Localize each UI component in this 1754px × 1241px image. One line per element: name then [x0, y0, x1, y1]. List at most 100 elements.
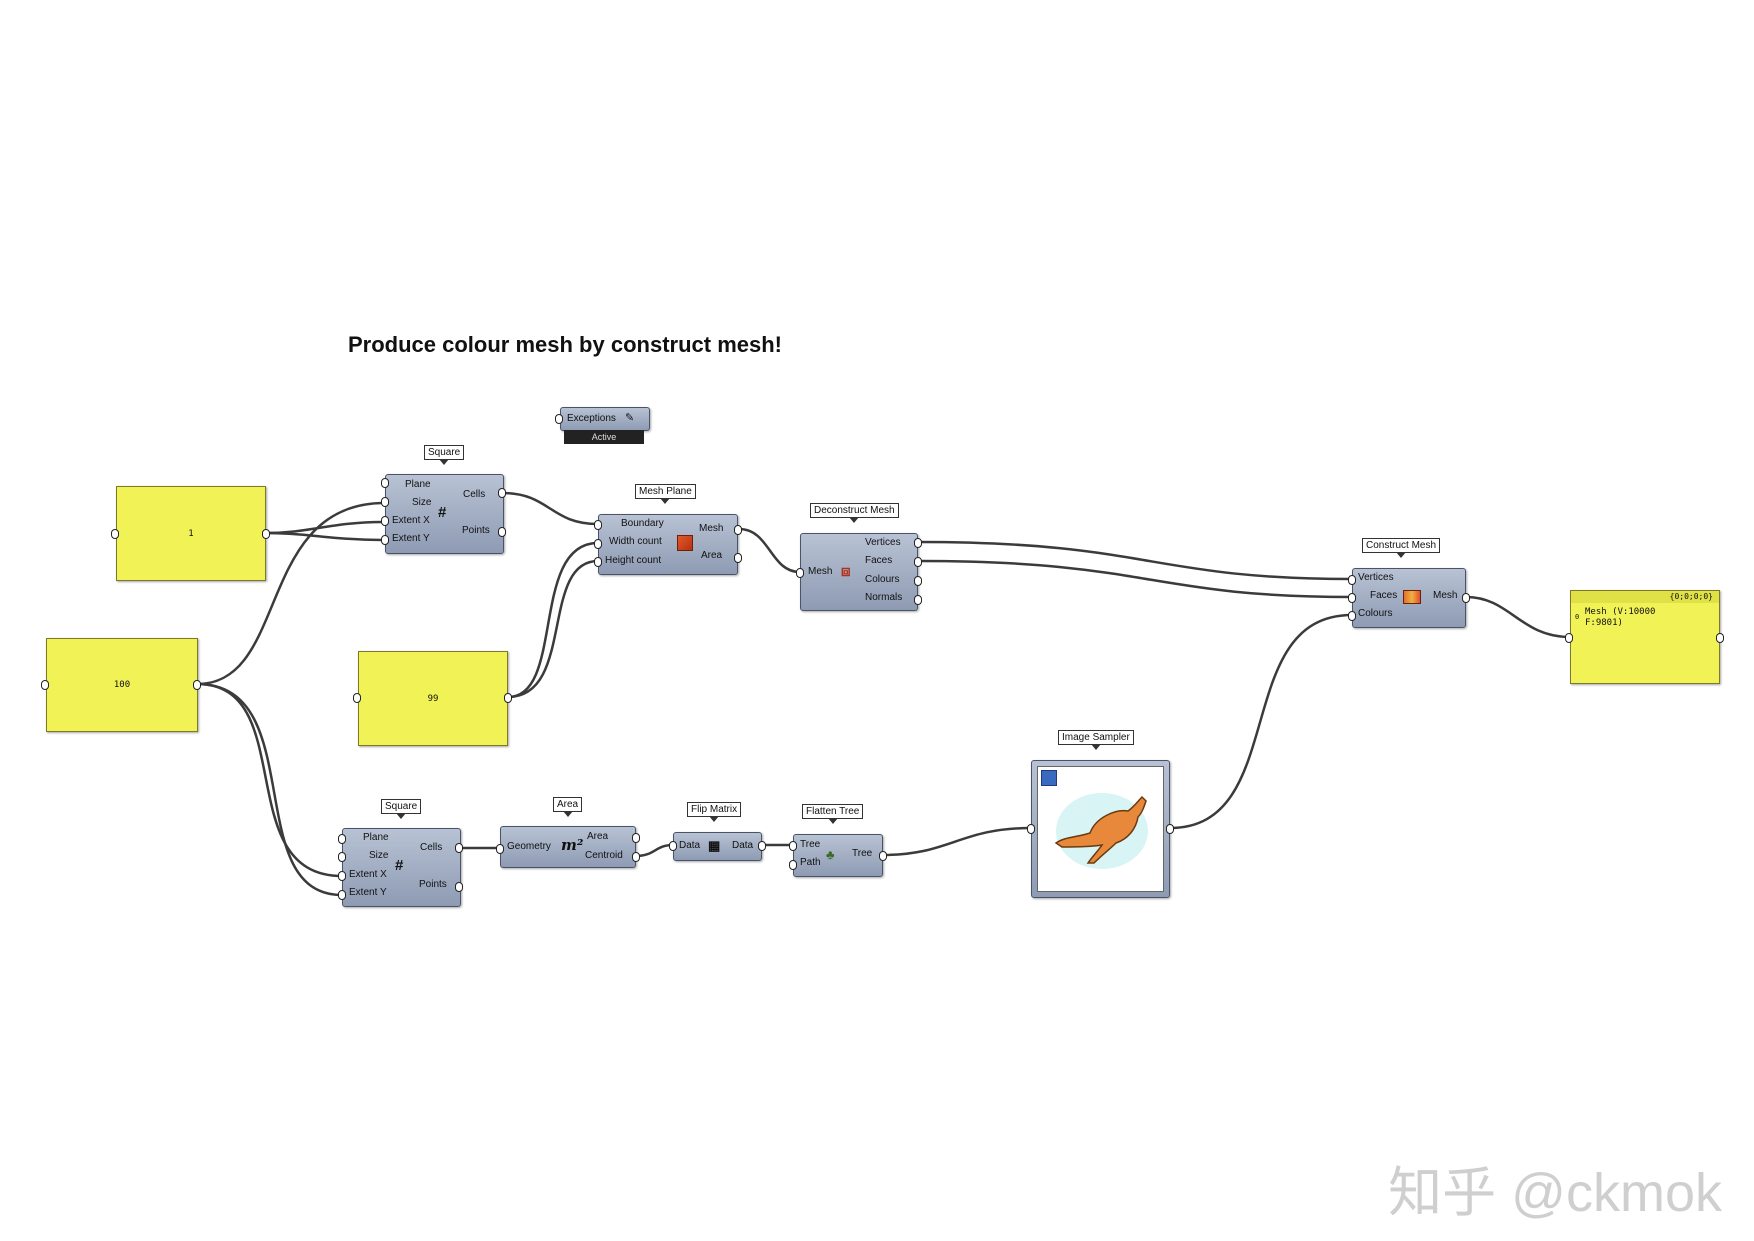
deconstruct-mesh-vertices: Vertices — [865, 537, 901, 548]
square-top-in-plane[interactable] — [381, 478, 389, 488]
wire-99-to-width — [506, 541, 600, 699]
wire-construct-to-panel — [1464, 595, 1572, 639]
panel-output-output-port[interactable] — [1716, 633, 1724, 643]
mesh-plane-out-area[interactable] — [734, 553, 742, 563]
panel-1-output-port[interactable] — [262, 529, 270, 539]
mesh-plane-in-boundary[interactable] — [594, 520, 602, 530]
wire-100-to-extent-x-bot — [195, 682, 344, 878]
mesh-plane-in-height[interactable] — [594, 557, 602, 567]
mesh-plane-height: Height count — [605, 555, 662, 566]
square-bot-out-cells[interactable] — [455, 843, 463, 853]
image-sampler-tag: Image Sampler — [1058, 730, 1134, 750]
exceptions-status-text: Active — [591, 432, 617, 442]
deconstruct-mesh-icon: ⧈ — [841, 563, 851, 580]
mesh-plane-component[interactable]: Boundary Width count Height count Mesh A… — [598, 514, 738, 575]
area-component[interactable]: Geometry m² Area Centroid — [500, 826, 636, 868]
exceptions-icon: ✎ — [625, 412, 635, 424]
image-sampler-component[interactable] — [1031, 760, 1170, 898]
construct-mesh-in-faces[interactable] — [1348, 593, 1356, 603]
square-bot-tag: Square — [381, 799, 422, 819]
deconstruct-mesh-component[interactable]: Mesh ⧈ Vertices Faces Colours Normals — [800, 533, 918, 611]
panel-99-value: 99 — [427, 693, 439, 704]
construct-mesh-faces: Faces — [1370, 590, 1398, 601]
mesh-plane-mesh: Mesh — [699, 523, 724, 534]
area-out-area[interactable] — [632, 833, 640, 843]
image-sampler-in[interactable] — [1027, 824, 1035, 834]
wire-1-to-extent-y — [264, 531, 387, 542]
square-top-extent-x: Extent X — [392, 515, 430, 526]
square-bot-in-plane[interactable] — [338, 834, 346, 844]
deconstruct-mesh-out-faces[interactable] — [914, 557, 922, 567]
flatten-tree-in-tree[interactable] — [789, 841, 797, 851]
wire-mesh-to-deconstruct — [737, 527, 802, 574]
wire-vertices — [917, 540, 1354, 581]
mesh-plane-in-width[interactable] — [594, 539, 602, 549]
matrix-icon: ▦ — [708, 838, 721, 853]
mesh-plane-area: Area — [701, 550, 723, 561]
square-bot-in-extent-y[interactable] — [338, 890, 346, 900]
panel-100-input-port[interactable] — [41, 680, 49, 690]
construct-mesh-in-vertices[interactable] — [1348, 575, 1356, 585]
square-bot-out-points[interactable] — [455, 882, 463, 892]
construct-mesh-tag: Construct Mesh — [1362, 538, 1441, 558]
exceptions-input-port[interactable] — [555, 414, 563, 424]
square-top-in-extent-y[interactable] — [381, 535, 389, 545]
square-bot-plane: Plane — [363, 832, 389, 843]
square-top-component[interactable]: Plane Size Extent X Extent Y # Cells Poi… — [385, 474, 504, 554]
square-top-in-size[interactable] — [381, 497, 389, 507]
flatten-tree-component[interactable]: Tree Path ♣ Tree — [793, 834, 883, 877]
wire-100-to-extent-y-bot — [195, 682, 344, 897]
exceptions-status: Active — [564, 430, 644, 444]
construct-mesh-icon — [1403, 590, 1421, 604]
panel-output-input-port[interactable] — [1565, 633, 1573, 643]
wire-faces — [917, 559, 1354, 599]
panel-output-line-2: F:9801) — [1585, 618, 1623, 628]
flip-matrix-data-out: Data — [732, 840, 754, 851]
image-sampler-out[interactable] — [1166, 824, 1174, 834]
construct-mesh-out-mesh[interactable] — [1462, 593, 1470, 603]
area-in-geometry[interactable] — [496, 844, 504, 854]
deconstruct-mesh-out-normals[interactable] — [914, 595, 922, 605]
flip-matrix-out-data[interactable] — [758, 841, 766, 851]
panel-1-input-port[interactable] — [111, 529, 119, 539]
flip-matrix-in-data[interactable] — [669, 841, 677, 851]
wire-cells-to-boundary — [500, 491, 600, 526]
deconstruct-mesh-in-mesh[interactable] — [796, 568, 804, 578]
deconstruct-mesh-input: Mesh — [808, 566, 833, 577]
flip-matrix-component[interactable]: Data ▦ Data — [673, 832, 762, 861]
flatten-tree-in-path[interactable] — [789, 860, 797, 870]
panel-99[interactable]: 99 — [358, 651, 508, 746]
square-top-points: Points — [462, 525, 490, 536]
area-out-centroid[interactable] — [632, 852, 640, 862]
deconstruct-mesh-out-vertices[interactable] — [914, 538, 922, 548]
construct-mesh-colours: Colours — [1358, 608, 1393, 619]
panel-100-output-port[interactable] — [193, 680, 201, 690]
mesh-plane-out-mesh[interactable] — [734, 525, 742, 535]
flatten-tree-tree-in: Tree — [800, 839, 821, 850]
square-top-extent-y: Extent Y — [392, 533, 430, 544]
wire-1-to-extent-x — [264, 520, 387, 535]
construct-mesh-in-colours[interactable] — [1348, 611, 1356, 621]
wire-flatten-to-sampler — [881, 826, 1033, 857]
panel-output-path: {0;0;0;0} — [1669, 592, 1713, 601]
construct-mesh-output: Mesh — [1433, 590, 1458, 601]
tree-icon: ♣ — [826, 847, 835, 862]
area-area: Area — [587, 831, 609, 842]
panel-99-output-port[interactable] — [504, 693, 512, 703]
panel-output[interactable]: {0;0;0;0} 0 Mesh (V:10000 F:9801) — [1570, 590, 1720, 684]
square-top-in-extent-x[interactable] — [381, 516, 389, 526]
panel-100[interactable]: 100 — [46, 638, 198, 732]
square-bot-component[interactable]: Plane Size Extent X Extent Y # Cells Poi… — [342, 828, 461, 907]
deconstruct-mesh-colours: Colours — [865, 574, 900, 585]
deconstruct-mesh-out-colours[interactable] — [914, 576, 922, 586]
construct-mesh-component[interactable]: Vertices Faces Colours Mesh — [1352, 568, 1466, 628]
square-top-out-cells[interactable] — [498, 488, 506, 498]
exceptions-component[interactable]: Exceptions ✎ — [560, 407, 650, 431]
square-top-out-points[interactable] — [498, 527, 506, 537]
square-bot-in-size[interactable] — [338, 852, 346, 862]
flatten-tree-out-tree[interactable] — [879, 851, 887, 861]
panel-99-input-port[interactable] — [353, 693, 361, 703]
panel-1[interactable]: 1 — [116, 486, 266, 581]
square-bot-in-extent-x[interactable] — [338, 871, 346, 881]
